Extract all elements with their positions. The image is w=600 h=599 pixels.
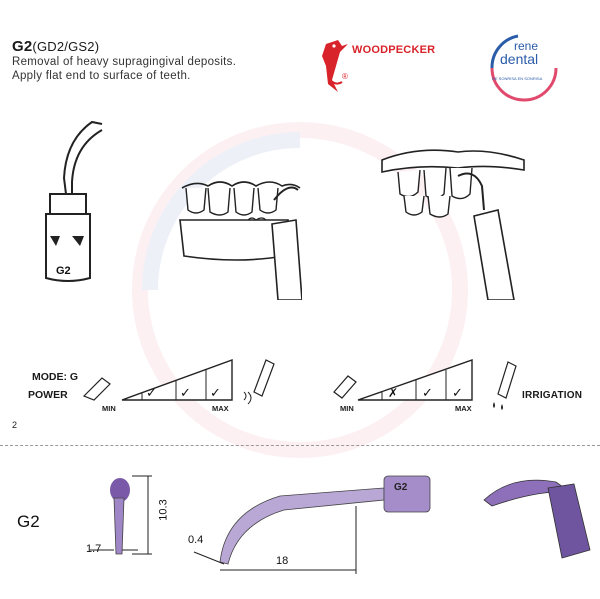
mode-label: MODE: G — [32, 371, 79, 383]
rene-dental-logo: rene dental DE SONRISA EN SONRISA — [490, 34, 558, 102]
dimension-height: 10.3 — [157, 499, 170, 521]
registered-mark: ® — [342, 72, 348, 81]
tip-variants: (GD2/GS2) — [32, 39, 100, 54]
dimension-length: 18 — [276, 555, 289, 567]
tip-engraving: G2 — [394, 482, 408, 493]
irrigation-tip-icon — [493, 361, 517, 410]
irrigation-label: IRRIGATION — [522, 390, 583, 401]
description-line-2: Apply flat end to surface of teeth. — [12, 70, 191, 82]
teeth-illustration-side — [381, 149, 525, 300]
teeth-illustration-front — [179, 181, 302, 300]
min-label-right: MIN — [340, 404, 354, 413]
rene-bottom-text: dental — [500, 51, 538, 67]
right-check-3: ✓ — [452, 386, 463, 401]
power-label: POWER — [28, 389, 68, 401]
left-check-2: ✓ — [180, 386, 191, 401]
rene-ring-text: DE SONRISA EN SONRISA — [492, 76, 543, 81]
tip-drawing-label: G2 — [56, 265, 71, 277]
section-divider — [0, 445, 600, 446]
woodpecker-brand: WOODPECKER — [352, 44, 436, 56]
min-label-left: MIN — [102, 404, 116, 413]
woodpecker-bird-icon — [322, 40, 348, 92]
dimension-width: 1.7 — [86, 543, 102, 555]
power-scale-right: ✗ ✓ ✓ — [333, 359, 473, 401]
detail-tip-name: G2 — [17, 512, 40, 531]
page-number: 2 — [12, 420, 18, 430]
power-scale-left: ✓ ✓ ✓ — [82, 359, 233, 401]
tip-front-view — [90, 475, 152, 555]
tip-photo-view — [483, 479, 591, 559]
tip-title: G2(GD2/GS2) — [12, 38, 99, 55]
right-check-2: ✓ — [422, 386, 433, 401]
dimension-end: 0.4 — [188, 534, 204, 546]
tip-code: G2 — [12, 38, 33, 55]
right-check-1: ✗ — [388, 386, 398, 400]
rene-top-text: rene — [514, 39, 538, 53]
tip-side-view — [193, 475, 431, 574]
description-line-1: Removal of heavy supragingival deposits. — [12, 56, 237, 68]
left-check-3: ✓ — [210, 386, 221, 401]
max-label-right: MAX — [455, 404, 472, 413]
vibrating-tip-icon — [243, 359, 275, 405]
tip-outline-drawing: G2 — [45, 120, 103, 282]
left-check-1: ✓ — [146, 386, 157, 401]
max-label-left: MAX — [212, 404, 229, 413]
